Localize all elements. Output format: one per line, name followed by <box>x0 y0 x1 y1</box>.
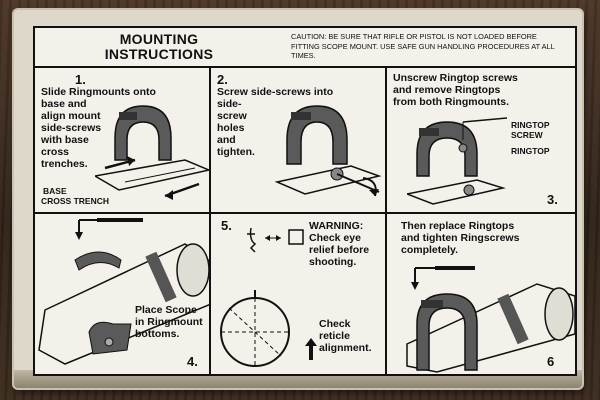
reticle-line: Check <box>319 318 351 330</box>
reticle-line: alignment. <box>319 342 372 354</box>
ringmount-on-base-drawing <box>95 105 209 200</box>
side-screw-drawing <box>274 105 382 197</box>
caution-notice: Caution: Be sure that rifle or pistol is… <box>291 32 555 60</box>
step-5-reticle-text: Check reticle alignment. <box>319 318 385 354</box>
step-6-line: completely. <box>401 244 458 256</box>
reticle-drawing <box>220 290 290 367</box>
warning-line: Check eye <box>309 232 361 244</box>
step-2-line: side- <box>217 98 242 110</box>
step-4-line: Place Scope <box>135 304 197 316</box>
label-header: MOUNTING INSTRUCTIONS Caution: Be sure t… <box>35 28 575 68</box>
cross-trench-label: CROSS TRENCH <box>41 196 110 206</box>
step-3-line: from both Ringmounts. <box>393 96 510 108</box>
eye-relief-drawing <box>247 227 304 253</box>
step-2-line: tighten. <box>217 146 255 158</box>
ringtop-removal-drawing <box>407 117 507 205</box>
step-1-number: 1. <box>75 72 86 87</box>
step-6-text: Then replace Ringtops and tighten Ringsc… <box>401 220 573 256</box>
step-1-line: base and <box>41 98 87 110</box>
step-5-number: 5. <box>221 218 232 233</box>
step-6-panel: Then replace Ringtops and tighten Ringsc… <box>387 214 575 374</box>
step-5-warning-text: WARNING: Check eye relief before shootin… <box>309 220 385 268</box>
step-5-panel: 5. WARNING: Check eye relief before shoo… <box>211 214 387 374</box>
screw-label: SCREW <box>511 130 543 140</box>
step-2-number: 2. <box>217 72 228 87</box>
scope-in-ringmount-drawing <box>38 218 209 365</box>
instruction-grid: 1. Slide Ringmounts onto base and align … <box>35 68 575 374</box>
step-1-line: align mount <box>41 110 101 122</box>
title-line-1: MOUNTING <box>119 31 199 47</box>
step-1-line: Slide Ringmounts onto <box>41 86 156 98</box>
step-1-line: with base <box>41 134 89 146</box>
instructions-label: MOUNTING INSTRUCTIONS Caution: Be sure t… <box>33 26 577 376</box>
step-2-line: Screw side-screws into <box>217 86 334 98</box>
step-2-panel: 2. Screw side-screws into side- screw ho… <box>211 68 387 214</box>
scope-mount-box: MOUNTING INSTRUCTIONS Caution: Be sure t… <box>14 10 582 388</box>
step-3-number: 3. <box>547 192 558 207</box>
ringtop-label-1: RINGTOP <box>511 120 550 130</box>
step-4-line: bottoms. <box>135 328 180 340</box>
step-6-line: Then replace Ringtops <box>401 220 515 232</box>
base-label: BASE <box>43 186 67 196</box>
step-2-line: holes <box>217 122 245 134</box>
step-4-line: in Ringmount <box>135 316 203 328</box>
step-1-line: trenches. <box>41 158 88 170</box>
warning-line: WARNING: <box>309 220 364 232</box>
step-3-line: and remove Ringtops <box>393 84 501 96</box>
step-6-line: and tighten Ringscrews <box>401 232 520 244</box>
step-3-text: Unscrew Ringtop screws and remove Ringto… <box>393 72 573 108</box>
ringtop-label-2: RINGTOP <box>511 146 550 156</box>
step-4-number: 4. <box>187 354 198 369</box>
title-line-2: INSTRUCTIONS <box>104 46 214 62</box>
step-2-line: screw <box>217 110 247 122</box>
step-1-text: Slide Ringmounts onto base and align mou… <box>41 86 209 170</box>
step-3-panel: Unscrew Ringtop screws and remove Ringto… <box>387 68 575 214</box>
reticle-line: reticle <box>319 330 350 342</box>
warning-line: relief before <box>309 244 370 256</box>
step-6-number: 6 <box>547 354 555 369</box>
warning-line: shooting. <box>309 256 357 268</box>
tighten-ringscrews-drawing <box>406 266 575 373</box>
step-1-line: side-screws <box>41 122 102 134</box>
step-1-panel: 1. Slide Ringmounts onto base and align … <box>35 68 211 214</box>
step-3-line: Unscrew Ringtop screws <box>393 72 518 84</box>
up-arrow-icon <box>305 338 317 360</box>
step-2-line: and <box>217 134 236 146</box>
step-4-text: Place Scope in Ringmount bottoms. <box>135 304 209 340</box>
step-2-text: Screw side-screws into side- screw holes… <box>217 86 382 158</box>
step-1-line: cross <box>41 146 70 158</box>
instructions-title: MOUNTING INSTRUCTIONS <box>49 32 269 62</box>
step-4-panel: Place Scope in Ringmount bottoms. 4. <box>35 214 211 374</box>
